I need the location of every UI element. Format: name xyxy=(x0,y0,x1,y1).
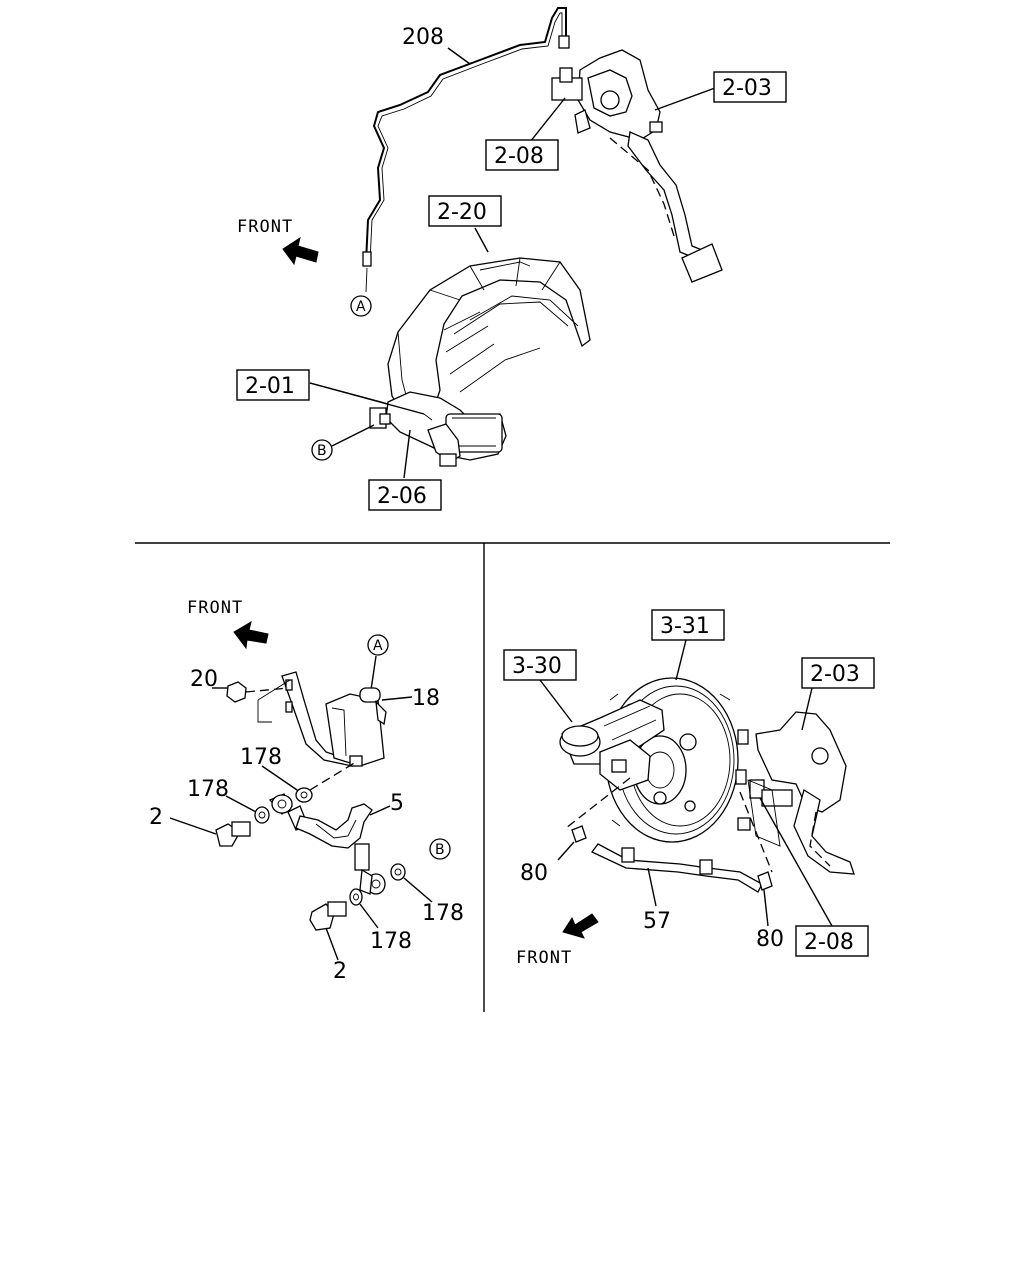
label-2-06: 2-06 xyxy=(377,484,427,509)
label-178-right: 178 xyxy=(422,901,464,926)
brake-pipe-208 xyxy=(362,7,570,293)
bolt-2-left xyxy=(215,821,251,847)
top-panel: 208 2-03 2-08 FRONT A xyxy=(236,7,787,511)
clip-80-right xyxy=(757,871,773,891)
label-2-20: 2-20 xyxy=(437,200,487,225)
point-b-top-marker xyxy=(311,439,333,461)
label-178-left: 178 xyxy=(187,777,229,802)
label-2-08-top: 2-08 xyxy=(494,144,544,169)
label-2-08-right: 2-08 xyxy=(804,930,854,955)
washer-178-top xyxy=(295,787,313,803)
slave-cylinder xyxy=(369,391,507,467)
washer-178-right xyxy=(390,863,406,881)
master-cylinder xyxy=(559,699,665,791)
label-3-31: 3-31 xyxy=(660,614,710,639)
hose-5 xyxy=(268,793,386,895)
nut-20 xyxy=(226,681,247,703)
bolt-2-bottom xyxy=(309,901,347,931)
front-arrow-top-icon xyxy=(282,236,319,266)
clutch-pedal-assembly xyxy=(551,49,723,283)
label-208: 208 xyxy=(402,25,444,50)
label-20: 20 xyxy=(190,667,218,692)
point-b-left: B xyxy=(435,842,445,858)
panel-dividers xyxy=(135,542,890,1012)
front-label-top: FRONT xyxy=(237,217,293,237)
left-panel: FRONT A 18 20 178 1 xyxy=(149,598,464,984)
front-arrow-right-icon xyxy=(562,913,599,939)
label-80-right: 80 xyxy=(756,927,784,952)
label-178-bottom: 178 xyxy=(370,929,412,954)
label-2-03-right: 2-03 xyxy=(810,662,860,687)
washer-178-left xyxy=(254,806,270,824)
hose-bracket xyxy=(281,671,387,767)
label-2-01: 2-01 xyxy=(245,374,295,399)
front-label-left: FRONT xyxy=(187,598,243,618)
label-3-30: 3-30 xyxy=(512,654,562,679)
point-b-top: B xyxy=(317,443,327,459)
point-a-top: A xyxy=(356,299,366,315)
point-a-top-marker xyxy=(350,295,372,317)
label-178-top: 178 xyxy=(240,745,282,770)
label-57: 57 xyxy=(643,909,671,934)
clip-80-left xyxy=(571,825,587,843)
front-label-right: FRONT xyxy=(516,948,572,968)
point-a-left-marker xyxy=(367,634,389,656)
washer-178-bottom xyxy=(349,888,363,906)
label-2-bottom: 2 xyxy=(333,959,347,984)
label-18: 18 xyxy=(412,686,440,711)
label-2-03-top: 2-03 xyxy=(722,76,772,101)
point-a-left: A xyxy=(373,638,383,654)
right-panel: 3-31 3-30 2-03 2-08 xyxy=(503,609,875,968)
hose-57 xyxy=(591,843,763,893)
label-5: 5 xyxy=(390,791,404,816)
pedal-bracket-right xyxy=(737,711,855,875)
front-arrow-left-icon xyxy=(233,620,269,650)
label-80-left: 80 xyxy=(520,861,548,886)
label-2-left: 2 xyxy=(149,805,163,830)
point-b-left-marker xyxy=(429,838,451,860)
